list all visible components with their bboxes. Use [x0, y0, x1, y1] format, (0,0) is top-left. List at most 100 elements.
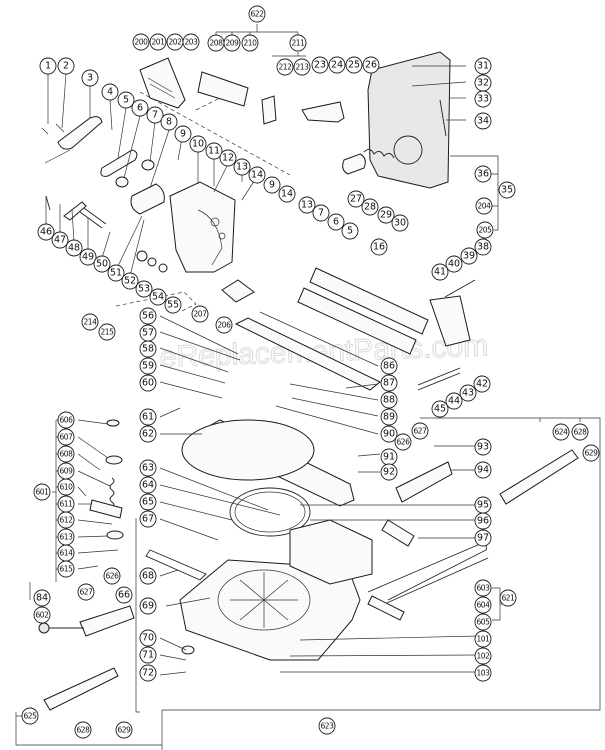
callout-621[interactable]: 621: [499, 589, 517, 607]
callout-91[interactable]: 91: [380, 448, 398, 466]
callout-53[interactable]: 53: [135, 280, 153, 298]
callout-84[interactable]: 84: [33, 589, 51, 607]
callout-7[interactable]: 7: [146, 106, 164, 124]
callout-16[interactable]: 16: [370, 238, 388, 256]
callout-67[interactable]: 67: [139, 510, 157, 528]
callout-49[interactable]: 49: [79, 248, 97, 266]
callout-69[interactable]: 69: [139, 597, 157, 615]
callout-3[interactable]: 3: [81, 69, 99, 87]
callout-62[interactable]: 62: [139, 425, 157, 443]
callout-11[interactable]: 11: [205, 142, 223, 160]
callout-2[interactable]: 2: [57, 57, 75, 75]
callout-5[interactable]: 5: [117, 91, 135, 109]
callout-201[interactable]: 201: [149, 33, 167, 51]
callout-25[interactable]: 25: [345, 56, 363, 74]
callout-625[interactable]: 625: [21, 707, 39, 725]
callout-1[interactable]: 1: [39, 57, 57, 75]
callout-624[interactable]: 624: [552, 423, 570, 441]
callout-94[interactable]: 94: [474, 461, 492, 479]
callout-58[interactable]: 58: [139, 340, 157, 358]
callout-87[interactable]: 87: [380, 374, 398, 392]
callout-612[interactable]: 612: [57, 511, 75, 529]
callout-605[interactable]: 605: [474, 613, 492, 631]
callout-59[interactable]: 59: [139, 357, 157, 375]
callout-27[interactable]: 27: [347, 190, 365, 208]
callout-4[interactable]: 4: [101, 83, 119, 101]
callout-51[interactable]: 51: [107, 264, 125, 282]
callout-202[interactable]: 202: [166, 33, 184, 51]
callout-24[interactable]: 24: [328, 56, 346, 74]
callout-71[interactable]: 71: [139, 646, 157, 664]
callout-9[interactable]: 9: [174, 125, 192, 143]
callout-204[interactable]: 204: [475, 197, 493, 215]
callout-606[interactable]: 606: [57, 411, 75, 429]
callout-48[interactable]: 48: [65, 239, 83, 257]
callout-209[interactable]: 209: [223, 34, 241, 52]
callout-96[interactable]: 96: [474, 512, 492, 530]
callout-208[interactable]: 208: [207, 34, 225, 52]
callout-622[interactable]: 622: [248, 5, 266, 23]
callout-103[interactable]: 103: [474, 664, 492, 682]
callout-626b[interactable]: 626: [103, 567, 121, 585]
callout-12[interactable]: 12: [219, 149, 237, 167]
callout-72[interactable]: 72: [139, 664, 157, 682]
callout-45[interactable]: 45: [431, 400, 449, 418]
callout-102[interactable]: 102: [474, 647, 492, 665]
callout-52[interactable]: 52: [121, 272, 139, 290]
callout-627b[interactable]: 627: [77, 583, 95, 601]
callout-92[interactable]: 92: [380, 463, 398, 481]
callout-213[interactable]: 213: [293, 58, 311, 76]
callout-38[interactable]: 38: [474, 238, 492, 256]
callout-97[interactable]: 97: [474, 529, 492, 547]
callout-28[interactable]: 28: [361, 198, 379, 216]
callout-101[interactable]: 101: [474, 630, 492, 648]
callout-6[interactable]: 6: [131, 99, 149, 117]
callout-13b[interactable]: 13: [298, 196, 316, 214]
callout-88[interactable]: 88: [380, 391, 398, 409]
callout-56[interactable]: 56: [139, 307, 157, 325]
callout-63[interactable]: 63: [139, 459, 157, 477]
callout-604[interactable]: 604: [474, 596, 492, 614]
callout-601[interactable]: 601: [33, 483, 51, 501]
callout-40[interactable]: 40: [445, 255, 463, 273]
callout-43[interactable]: 43: [459, 384, 477, 402]
callout-32[interactable]: 32: [474, 74, 492, 92]
callout-54[interactable]: 54: [149, 288, 167, 306]
callout-205[interactable]: 205: [476, 221, 494, 239]
callout-200[interactable]: 200: [132, 33, 150, 51]
callout-211[interactable]: 211: [289, 34, 307, 52]
callout-611[interactable]: 611: [57, 495, 75, 513]
callout-610[interactable]: 610: [57, 478, 75, 496]
callout-64[interactable]: 64: [139, 476, 157, 494]
callout-203[interactable]: 203: [182, 33, 200, 51]
callout-14b[interactable]: 14: [278, 185, 296, 203]
callout-34[interactable]: 34: [474, 112, 492, 130]
callout-214[interactable]: 214: [81, 313, 99, 331]
callout-41[interactable]: 41: [431, 263, 449, 281]
callout-215[interactable]: 215: [98, 323, 116, 341]
callout-607[interactable]: 607: [57, 428, 75, 446]
callout-42[interactable]: 42: [473, 375, 491, 393]
callout-23[interactable]: 23: [311, 56, 329, 74]
callout-55[interactable]: 55: [164, 296, 182, 314]
callout-627[interactable]: 627: [411, 422, 429, 440]
callout-212[interactable]: 212: [276, 58, 294, 76]
callout-13[interactable]: 13: [233, 158, 251, 176]
callout-603[interactable]: 603: [474, 579, 492, 597]
callout-70[interactable]: 70: [139, 629, 157, 647]
callout-89[interactable]: 89: [380, 408, 398, 426]
callout-206[interactable]: 206: [215, 316, 233, 334]
callout-207[interactable]: 207: [191, 305, 209, 323]
callout-614[interactable]: 614: [57, 544, 75, 562]
callout-623[interactable]: 623: [318, 717, 336, 735]
callout-628[interactable]: 628: [571, 423, 589, 441]
callout-608[interactable]: 608: [57, 445, 75, 463]
callout-93[interactable]: 93: [474, 438, 492, 456]
callout-57[interactable]: 57: [139, 324, 157, 342]
callout-90[interactable]: 90: [380, 425, 398, 443]
callout-5b[interactable]: 5: [341, 222, 359, 240]
callout-615[interactable]: 615: [57, 560, 75, 578]
callout-613[interactable]: 613: [57, 528, 75, 546]
callout-68[interactable]: 68: [139, 567, 157, 585]
callout-10[interactable]: 10: [189, 135, 207, 153]
